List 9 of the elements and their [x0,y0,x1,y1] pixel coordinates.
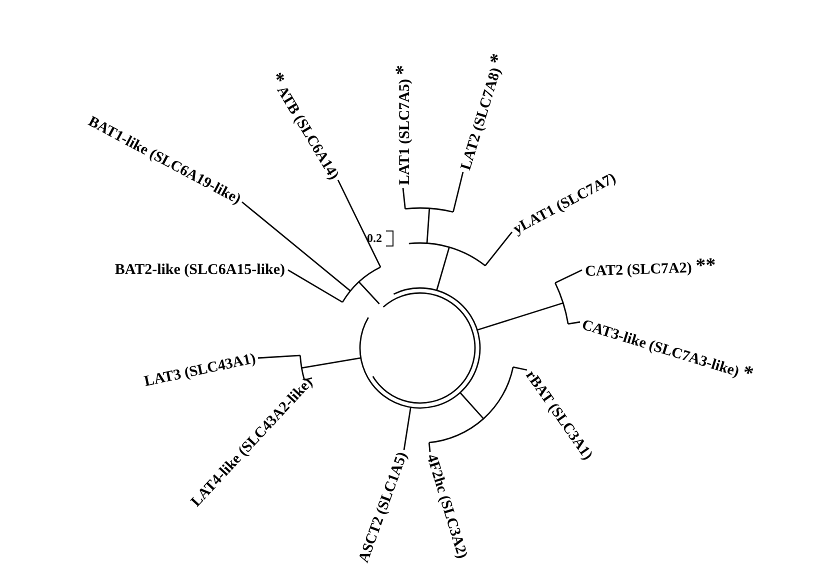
significance-marker: * [392,65,414,76]
scale-bar-label: 0.2 [367,231,382,246]
significance-marker: * [740,361,756,386]
species-name: LAT1 (SLC7A5) [397,79,413,185]
species-name: BAT2-like (SLC6A15-like) [114,262,285,278]
significance-marker: * [486,51,510,68]
species-name: CAT2 (SLC7A2) [584,260,692,280]
significance-marker: ** [695,254,716,278]
significance-marker: * [265,68,290,89]
